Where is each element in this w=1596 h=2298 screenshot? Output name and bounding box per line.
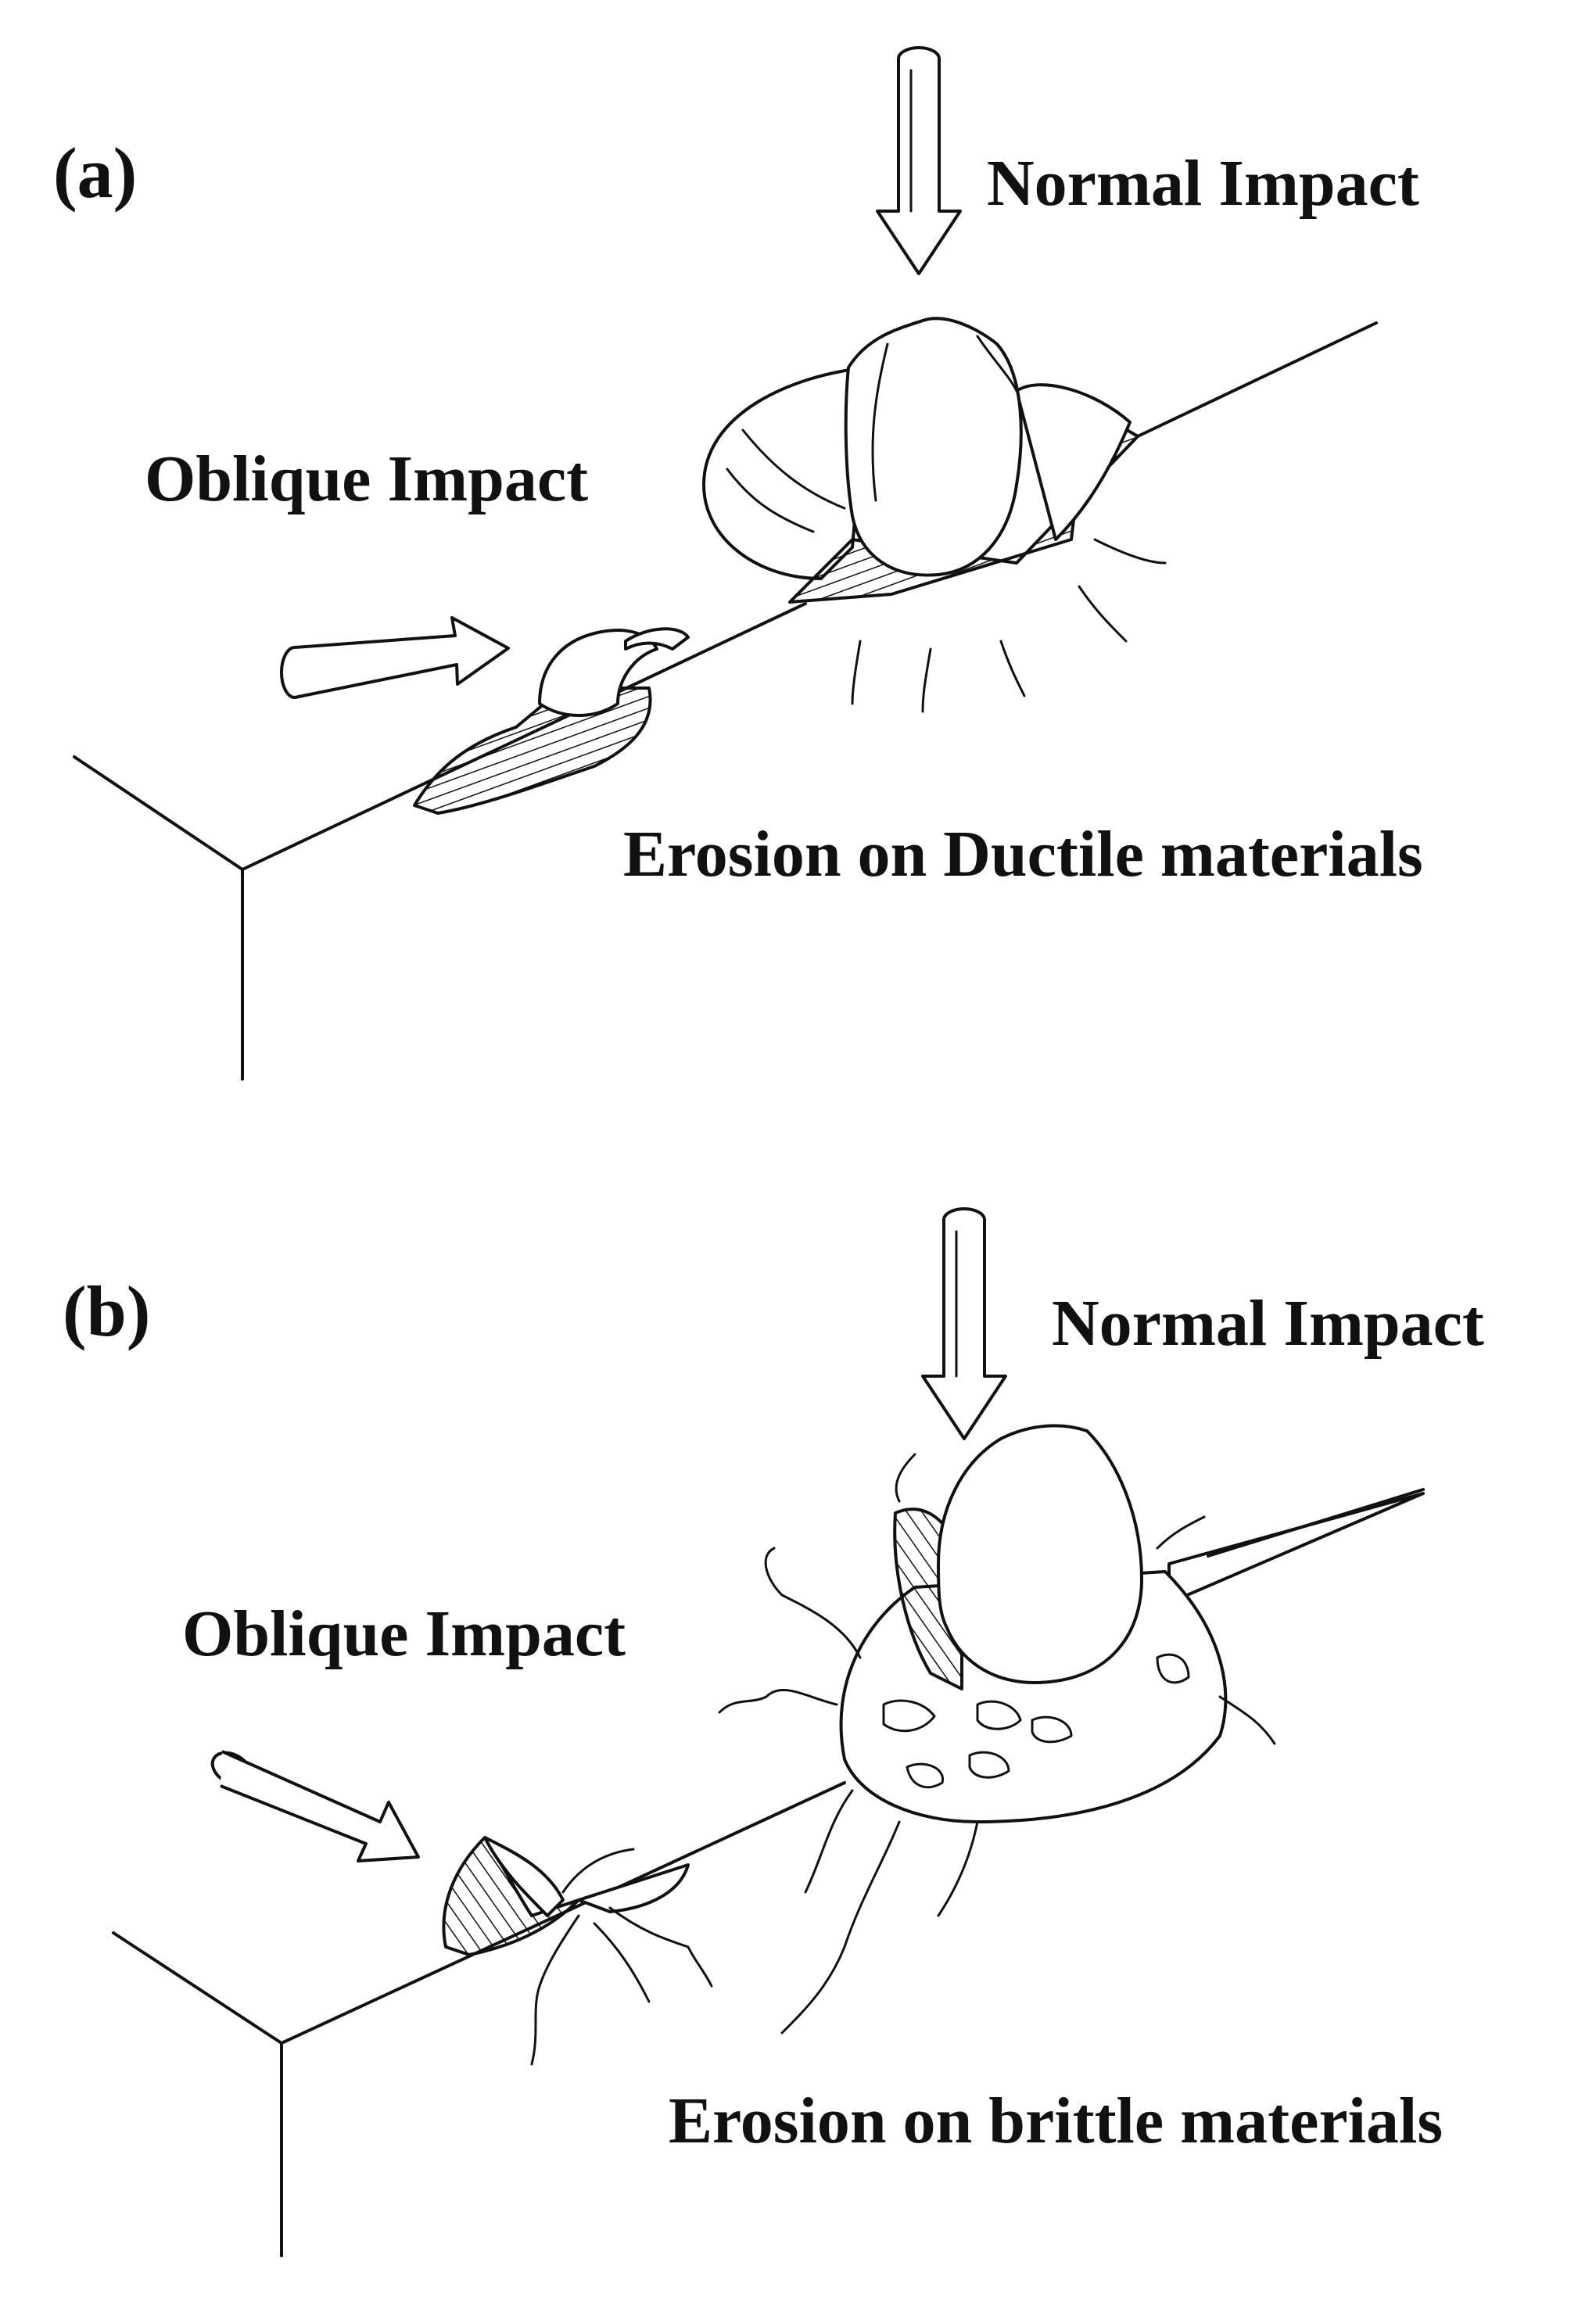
panel-b-letter: (b)	[63, 1271, 150, 1351]
panel-a-ductile-crater	[702, 317, 1167, 713]
panel-a-caption: Erosion on Ductile materials	[623, 818, 1423, 891]
panel-a-normal-impact-label: Normal Impact	[987, 147, 1419, 220]
panel-b-oblique-impact-label: Oblique Impact	[182, 1597, 626, 1670]
panel-b-normal-arrow-icon	[921, 1207, 1007, 1440]
panel-b-normal-impact-label: Normal Impact	[1052, 1287, 1484, 1360]
panel-a-oblique-impact-label: Oblique Impact	[145, 443, 588, 515]
panel-a-normal-arrow-icon	[876, 46, 962, 275]
panel-b-brittle-oblique-chip	[442, 1836, 713, 2066]
panel-b-caption: Erosion on brittle materials	[669, 2085, 1443, 2157]
panel-a-oblique-arrow-icon	[280, 616, 510, 699]
panel-a: (a) Normal Impact Oblique Impact Erosion…	[53, 46, 1423, 1081]
panel-a-letter: (a)	[53, 133, 137, 213]
panel-b: (b) Normal Impact Oblique Impact Erosion…	[63, 1207, 1484, 2257]
panel-b-oblique-arrow-icon	[210, 1750, 420, 1862]
panel-b-brittle-crater	[718, 1424, 1276, 2035]
panel-a-ductile-oblique-cut	[413, 627, 690, 815]
